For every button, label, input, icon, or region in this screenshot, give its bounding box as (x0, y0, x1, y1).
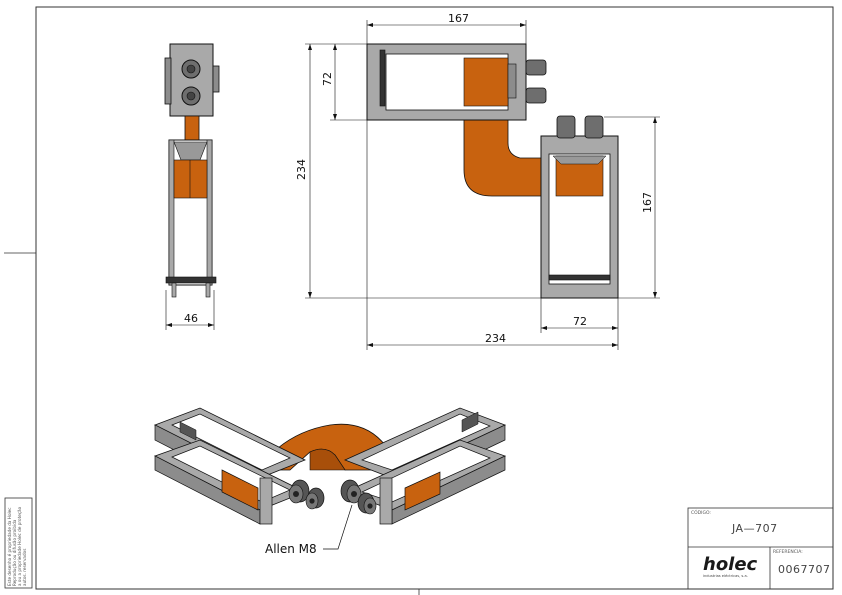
terminal-stud-icon (525, 59, 547, 76)
code-label: CÓDIGO: (691, 509, 711, 516)
dim-bottom-width: 72 (573, 315, 587, 328)
brand-tagline: industrias eléctricas, s.a. (703, 574, 748, 578)
isometric-view (153, 407, 507, 550)
sheet-border (35, 6, 834, 590)
dimension-side-width: 46 (165, 290, 215, 330)
notice-line-1: Este desenho é propriedade da Holec (7, 507, 12, 586)
front-view (366, 43, 619, 299)
allen-bolt-icon (305, 487, 325, 510)
allen-bolt-icon (288, 479, 310, 504)
dimension-top-height: 72 (321, 43, 367, 121)
reference-label: REFERENCIA: (773, 549, 803, 555)
allen-m8-callout: Allen M8 (265, 542, 317, 556)
reference-value: 0067707 (778, 563, 831, 576)
notice-line-3: a ou a propriedade Holec de proteção (17, 506, 22, 586)
terminal-stud-icon (525, 87, 547, 104)
side-view (164, 43, 220, 298)
allen-bolt-icon (340, 479, 362, 504)
dimension-total-height: 234 (295, 43, 541, 299)
terminal-stud-icon (584, 115, 604, 139)
dim-side-width: 46 (184, 312, 198, 325)
dimension-bottom-width: 72 (540, 298, 619, 350)
callout-leader (323, 504, 353, 550)
notice-line-2: Reprodução ou difusão proibida (12, 519, 17, 586)
dimension-total-width: 234 (366, 120, 618, 350)
notice-line-4: autos. reservados (22, 549, 27, 586)
side-notice-box: Este desenho é propriedade da Holec Repr… (4, 497, 33, 589)
dim-top-width: 167 (448, 12, 469, 25)
dim-right-height: 167 (641, 192, 654, 213)
holec-logo: holec (703, 554, 758, 575)
dim-total-width: 234 (485, 332, 506, 345)
allen-bolt-icon (357, 492, 377, 515)
dim-total-height: 234 (295, 159, 308, 180)
dimension-right-height: 167 (604, 116, 660, 299)
code-value: JA—707 (731, 522, 778, 535)
terminal-stud-icon (556, 115, 576, 139)
dim-top-height: 72 (321, 72, 334, 86)
title-block: CÓDIGO: JA—707 REFERENCIA: 0067707 holec… (687, 507, 834, 590)
dimension-top-width: 167 (366, 12, 527, 44)
